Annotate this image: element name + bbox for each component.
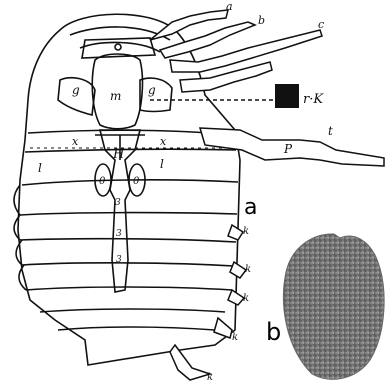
label-legend-marker: r·K xyxy=(303,92,324,107)
label-t: t xyxy=(328,124,333,138)
label-l-right: l xyxy=(160,157,164,171)
posterior-leg-1 xyxy=(228,225,243,240)
label-g-left: g xyxy=(72,83,80,97)
label-sternite-0-right: 0 xyxy=(133,176,140,187)
label-k-1: k xyxy=(243,226,249,237)
label-H: H xyxy=(112,147,125,162)
label-sternite-3c: 3 xyxy=(116,255,122,265)
label-antenna-a: a xyxy=(226,0,233,13)
head-side-plate-right xyxy=(140,78,172,111)
label-k-3: k xyxy=(243,293,249,304)
label-sternite-3b: 3 xyxy=(116,229,122,239)
posterior-leg-2 xyxy=(230,262,246,278)
legend-marker-box xyxy=(275,84,299,108)
label-l-left: l xyxy=(38,161,42,175)
label-P: P xyxy=(283,142,293,156)
label-x-left: x xyxy=(72,135,79,148)
label-sternite-3a: 3 xyxy=(115,198,121,208)
left-rib-marks xyxy=(14,185,26,290)
label-k-4: k xyxy=(232,332,238,343)
mouth-dot xyxy=(115,44,121,50)
panel-b-label: b xyxy=(266,318,281,346)
label-k-2: k xyxy=(245,264,251,275)
label-sternite-0-left: 0 xyxy=(99,176,106,187)
posterior-leg-3 xyxy=(228,290,244,305)
egg-b xyxy=(283,234,384,379)
posterior-leg-5 xyxy=(170,345,210,380)
panel-a-drawing xyxy=(14,14,275,365)
label-m: m xyxy=(110,89,121,103)
segment-lines xyxy=(20,130,238,330)
posterior-leg-4 xyxy=(214,318,232,338)
label-antenna-c: c xyxy=(318,18,324,31)
label-g-right: g xyxy=(148,83,156,97)
label-antenna-b: b xyxy=(258,14,265,27)
panel-a-label: a xyxy=(244,195,257,220)
label-x-right: x xyxy=(160,135,167,148)
mouth-piece xyxy=(82,38,155,58)
label-k-5: k xyxy=(207,372,213,383)
